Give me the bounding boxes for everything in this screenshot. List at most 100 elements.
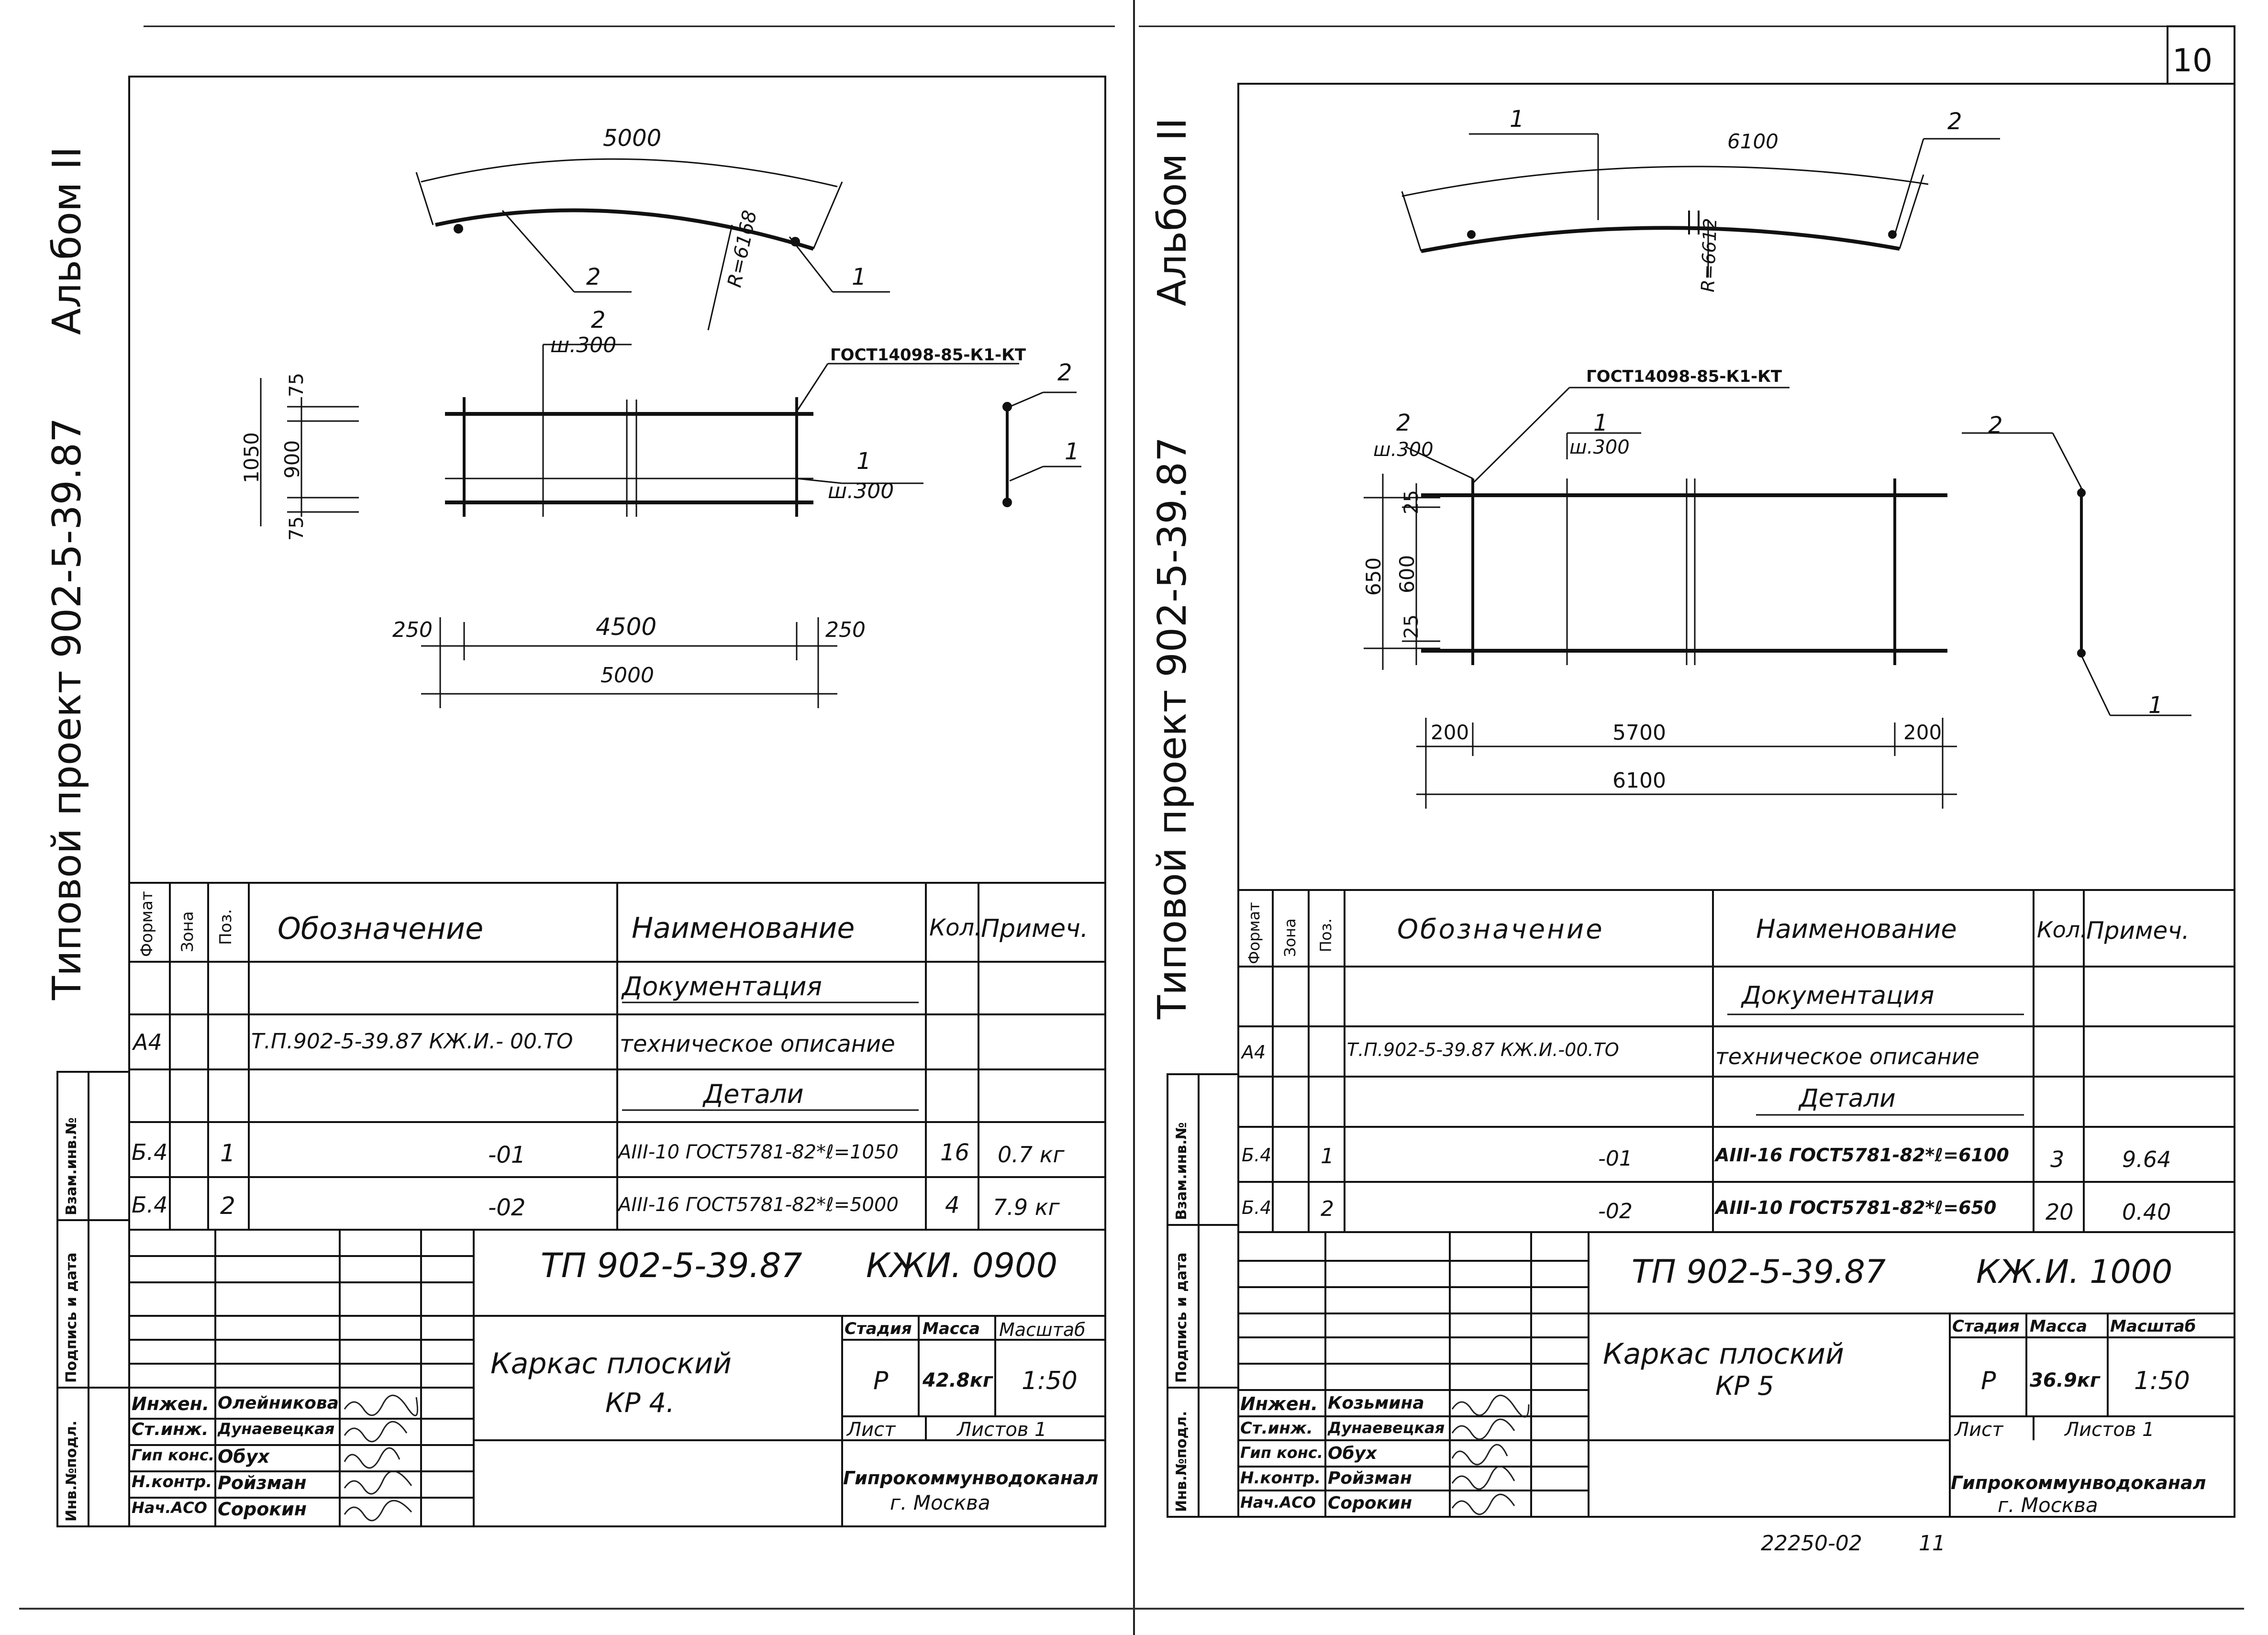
header-format: Формат — [1245, 902, 1263, 964]
row-2-quantity: 4 — [945, 1192, 960, 1219]
role-head-department: Нач.АСО — [132, 1499, 207, 1517]
footer-right-number: 11 — [1919, 1531, 1946, 1556]
row-documentation-header: Документация — [622, 971, 822, 1001]
label-pos-arc-1: 1 — [1510, 106, 1524, 133]
label-pos-top: 2 — [1396, 410, 1411, 436]
row-1-note: 0.7 кг — [998, 1142, 1065, 1168]
sheet-divider — [1133, 0, 1135, 1635]
value-stage: Р — [1981, 1367, 1996, 1395]
dim-arc-length: 6100 — [1727, 130, 1779, 153]
label-scale: Масштаб — [2110, 1317, 2196, 1336]
row-doc-designation: Т.П.902-5-39.87 КЖ.И.-00.ТО — [1347, 1039, 1619, 1060]
dim-radius: R=6612 — [1697, 218, 1721, 293]
dim-total: 5000 — [600, 663, 654, 688]
header-format: Формат — [137, 891, 156, 957]
label-mass: Масса — [923, 1319, 980, 1338]
row-2-position: 2 — [1321, 1197, 1334, 1221]
header-name: Наименование — [1756, 914, 1957, 944]
name-senior-engineer: Дунаевецкая — [1328, 1419, 1445, 1437]
row-doc-name: техническое описание — [620, 1031, 895, 1057]
label-pos-mid: 1 — [856, 448, 871, 475]
name-chief-engineer: Обух — [1328, 1444, 1377, 1463]
row-1-note: 9.64 — [2122, 1146, 2171, 1172]
label-pitch-top: ш.300 — [550, 333, 617, 357]
label-pitch-top: ш.300 — [1373, 439, 1434, 461]
dim-height-inner: 600 — [1395, 555, 1419, 593]
dim-edge-right: 200 — [1903, 721, 1942, 744]
row-2-name: АIII-16 ГОСТ5781-82*ℓ=5000 — [618, 1194, 899, 1216]
label-sheets-count: Листов 1 — [957, 1419, 1047, 1441]
label-pos-top: 2 — [591, 307, 606, 334]
header-name: Наименование — [632, 912, 855, 945]
row-1-name: АIII-10 ГОСТ5781-82*ℓ=1050 — [618, 1141, 899, 1163]
row-2-designation: -02 — [488, 1194, 526, 1221]
dim-height-top: 75 — [286, 373, 308, 397]
title-name-line1: Каркас плоский — [1603, 1337, 1845, 1371]
label-side-1: 1 — [1065, 438, 1079, 465]
header-note: Примеч. — [981, 914, 1089, 943]
label-pos-mid: 1 — [1593, 410, 1608, 436]
name-engineer: Олейникова — [218, 1393, 339, 1413]
title-project-code: ТП 902-5-39.87 — [1632, 1253, 1886, 1291]
dim-edge-right: 250 — [825, 618, 866, 642]
org-city: г. Москва — [890, 1491, 990, 1514]
album-title-vertical: Альбом II — [1150, 118, 1195, 306]
header-quantity: Кол. — [2037, 917, 2087, 943]
label-stage: Стадия — [845, 1319, 912, 1338]
header-designation: Обозначение — [1397, 914, 1604, 945]
title-project-code: ТП 902-5-39.87 — [541, 1246, 802, 1285]
row-2-name: АIII-10 ГОСТ5781-82*ℓ=650 — [1715, 1197, 1997, 1218]
label-sheet: Лист — [1955, 1419, 2003, 1441]
row-2-format: Б.4 — [132, 1192, 168, 1218]
role-head-department: Нач.АСО — [1240, 1493, 1316, 1512]
row-2-format: Б.4 — [1242, 1197, 1272, 1218]
row-documentation-header: Документация — [1742, 981, 1934, 1010]
org-name: Гипрокоммунводоканал — [1951, 1472, 2206, 1493]
header-zone: Зона — [178, 911, 197, 952]
row-1-position: 1 — [220, 1139, 235, 1167]
label-pitch-mid: ш.300 — [1569, 436, 1630, 458]
title-name-line2: КР 4. — [605, 1388, 675, 1419]
label-scale: Масштаб — [999, 1319, 1086, 1340]
label-mass: Масса — [2030, 1317, 2088, 1336]
row-1-quantity: 16 — [940, 1139, 970, 1166]
row-1-designation: -01 — [488, 1142, 526, 1168]
row-1-quantity: 3 — [2050, 1146, 2065, 1172]
role-engineer: Инжен. — [132, 1393, 210, 1414]
role-senior-engineer: Ст.инж. — [1240, 1419, 1313, 1438]
label-pitch-mid: ш.300 — [828, 479, 894, 503]
dim-edge-left: 200 — [1431, 721, 1469, 744]
header-quantity: Кол. — [929, 914, 982, 941]
header-note: Примеч. — [2086, 917, 2190, 945]
header-position: Поз. — [1317, 918, 1335, 952]
row-details-header: Детали — [703, 1079, 804, 1109]
dim-height-total: 1050 — [240, 432, 263, 483]
title-name-line2: КР 5 — [1715, 1371, 1774, 1401]
name-head-department: Сорокин — [218, 1499, 307, 1520]
role-senior-engineer: Ст.инж. — [132, 1420, 209, 1439]
row-1-designation: -01 — [1598, 1146, 1633, 1171]
footer-left-number: 22250-02 — [1761, 1531, 1862, 1556]
stamp-replacement-inventory: Взам.инв.№ — [1173, 1122, 1190, 1220]
dim-total: 6100 — [1612, 768, 1666, 793]
row-details-header: Детали — [1799, 1084, 1896, 1113]
name-norm-control: Ройзман — [218, 1472, 307, 1493]
drawing-sheet-kr4: Типовой проект 902-5-39.87 Альбом II 500… — [44, 25, 1115, 1527]
label-side-2: 2 — [1057, 359, 1072, 386]
label-sheets-count: Листов 1 — [2065, 1419, 2155, 1441]
name-senior-engineer: Дунаевецкая — [218, 1420, 335, 1438]
sheet2-linework — [1139, 25, 2235, 1518]
drawing-sheet-kr5: Типовой проект 902-5-39.87 Альбом II 610… — [1134, 0, 2268, 1635]
stamp-inventory-original: Инв.№подл. — [1173, 1411, 1190, 1512]
row-2-designation: -02 — [1598, 1199, 1633, 1223]
value-scale: 1:50 — [2134, 1367, 2190, 1395]
row-2-position: 2 — [220, 1192, 235, 1220]
label-weld-standard: ГОСТ14098-85-К1-КТ — [1586, 367, 1782, 386]
value-stage: Р — [873, 1367, 889, 1395]
name-head-department: Сорокин — [1328, 1493, 1412, 1513]
row-1-format: Б.4 — [132, 1139, 168, 1165]
dim-height-top: 25 — [1401, 490, 1423, 514]
row-doc-format: А4 — [1242, 1042, 1266, 1063]
dim-span: 4500 — [596, 613, 657, 641]
title-drawing-mark: КЖ.И. 1000 — [1976, 1253, 2173, 1291]
